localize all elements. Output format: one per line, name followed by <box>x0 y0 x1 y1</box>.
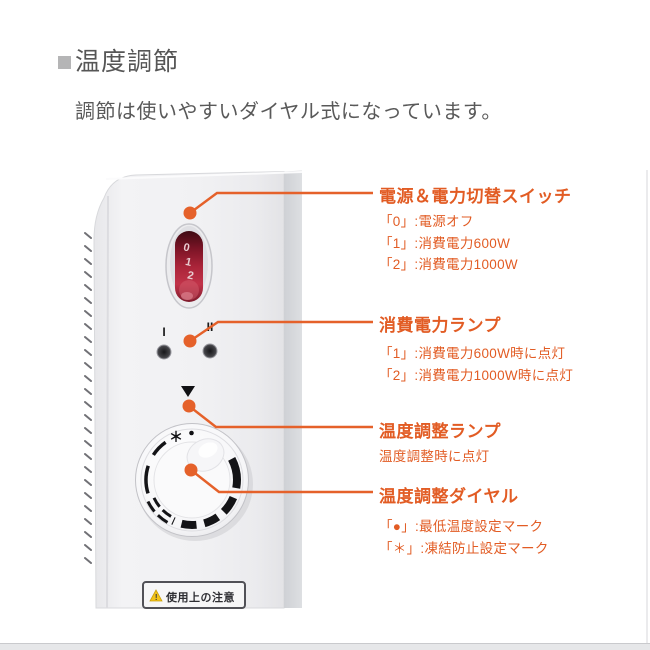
dial-scale-left <box>144 440 167 494</box>
annotation-line: 「1」:消費電力600W <box>379 235 511 251</box>
page-bottom-strip <box>0 643 650 650</box>
grip-highlight <box>198 442 218 458</box>
annotation-line: 「0」:電源オフ <box>379 214 474 229</box>
caution-label: ! 使用上の注意 <box>142 581 246 609</box>
top-edge-highlight <box>105 171 303 180</box>
annotation-power-switch: 電源＆電力切替スイッチ 「0」:電源オフ 「1」:消費電力600W 「2」:消費… <box>379 182 572 276</box>
callout-dots <box>182 206 198 477</box>
rocker-sheen <box>181 292 193 300</box>
callout-lines <box>188 191 373 494</box>
caution-frame <box>142 581 246 609</box>
section-header: 温度調節 <box>58 42 179 78</box>
annotation-line: 「●」:最低温度設定マーク <box>379 519 544 534</box>
callout-line-lamps <box>189 320 373 342</box>
callout-dot-switch <box>183 206 197 220</box>
vent-fin-ticks <box>84 232 92 564</box>
callout-line-switch <box>189 191 373 214</box>
title-bullet-square <box>58 55 71 69</box>
dial-scale-bottom <box>171 513 221 529</box>
annotation-title: 消費電力ランプ <box>379 316 501 335</box>
lamp-1000w <box>202 343 218 359</box>
switch-position-0: 0 <box>182 241 190 254</box>
annotation-title: 温度調整ランプ <box>379 422 501 441</box>
dial-scale-lowlines-inner <box>152 497 172 518</box>
frost-mark: ＊ <box>169 429 183 445</box>
dial-scale-lowlines-outer <box>146 500 169 524</box>
annotation-title: 電源＆電力切替スイッチ <box>379 187 572 206</box>
callout-dot-lamps <box>183 334 197 348</box>
lamp-600w <box>156 344 172 360</box>
annotation-title: 温度調整ダイヤル <box>379 487 519 506</box>
lamp-label-I: I <box>162 325 165 339</box>
switch-position-1: 1 <box>184 256 192 269</box>
dial-pointer-triangle-icon <box>181 386 195 397</box>
page-title: 温度調節 <box>75 48 180 76</box>
switch-position-2: 2 <box>186 269 194 282</box>
annotation-line: 「2」:消費電力1000W時に点灯 <box>379 367 574 383</box>
callout-line-dial <box>190 469 373 494</box>
annotation-temp-lamp: 温度調整ランプ 温度調整時に点灯 <box>379 417 501 468</box>
warning-triangle-icon <box>149 589 163 602</box>
annotation-line: 温度調整時に点灯 <box>379 449 490 464</box>
side-panel <box>284 170 302 608</box>
annotation-line: 「＊」:凍結防止設定マーク <box>379 540 549 556</box>
callout-line-temp-lamp <box>188 405 373 429</box>
callout-dot-temp-lamp <box>182 399 196 413</box>
annotation-power-lamps: 消費電力ランプ 「1」:消費電力600W時に点灯 「2」:消費電力1000W時に… <box>379 311 573 386</box>
dial-scale-right <box>220 457 241 515</box>
annotation-line: 「2」:消費電力1000W <box>379 257 518 272</box>
temperature-dial: ＊ <box>135 423 253 541</box>
page-right-edge <box>646 170 648 644</box>
panel-seam <box>106 195 109 609</box>
power-switch: 0 1 2 <box>165 223 213 309</box>
annotation-temp-dial: 温度調整ダイヤル 「●」:最低温度設定マーク 「＊」:凍結防止設定マーク <box>379 482 549 559</box>
dial-bevel <box>140 428 244 532</box>
annotation-line: 「1」:消費電力600W時に点灯 <box>379 346 566 361</box>
min-temp-dot <box>189 430 194 436</box>
page-subtitle: 調節は使いやすいダイヤル式になっています。 <box>75 101 502 123</box>
warning-exclamation: ! <box>155 593 158 602</box>
callout-dot-dial <box>184 463 198 477</box>
caution-text: 使用上の注意 <box>165 590 235 604</box>
